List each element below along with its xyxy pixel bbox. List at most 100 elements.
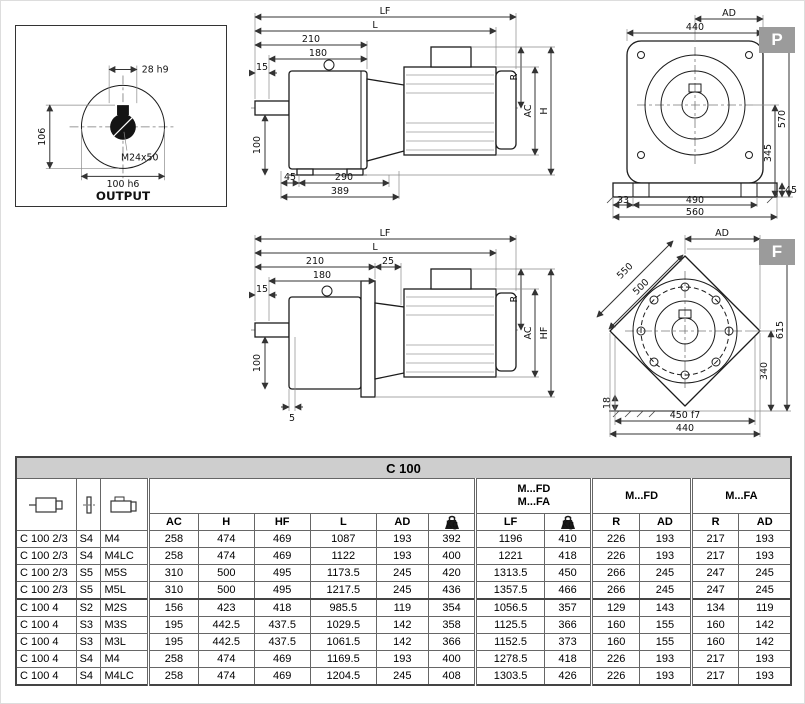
value-cell: 420 (427, 564, 477, 582)
dim-r: R (509, 73, 520, 80)
f-side-view: LF L 210 25 180 15 100 (248, 227, 569, 432)
weight-icon: Kg (560, 515, 575, 530)
dim-550: 550 (615, 261, 636, 282)
size-cell: S3 (75, 633, 102, 651)
dim-lf: LF (380, 228, 391, 239)
size-cell: S2 (75, 598, 102, 617)
value-cell: 156 (147, 598, 199, 617)
value-cell: 258 (147, 530, 199, 548)
table-row: C 100 4 S4 M4LC 258 474 469 1204.5 245 4… (15, 667, 792, 686)
col-header-ac: AC (147, 513, 199, 531)
p-side-dimensions: LF L 210 180 15 100 (248, 6, 555, 201)
dim-hf: HF (539, 327, 550, 340)
dimension-table: C 100 (15, 456, 792, 686)
gearmotor-flange-side-outline (251, 268, 521, 398)
value-cell: 450 (543, 564, 593, 582)
value-cell: 193 (639, 667, 692, 686)
dim-440: 440 (676, 423, 694, 434)
value-cell: 217 (689, 667, 740, 686)
value-cell: 193 (738, 547, 792, 565)
value-cell: 193 (375, 650, 429, 668)
value-cell: 1061.5 (309, 633, 377, 651)
value-cell: 217 (689, 530, 740, 548)
value-cell: 193 (738, 650, 792, 668)
value-cell: 195 (147, 616, 199, 634)
value-cell: 1029.5 (309, 616, 377, 634)
model-cell: C 100 4 (15, 650, 77, 668)
weight-icon-cell-1: Kg (427, 513, 477, 531)
value-cell: 357 (543, 598, 593, 617)
value-cell: 217 (689, 547, 740, 565)
value-cell: 193 (738, 667, 792, 686)
dim-450f7: 450 f7 (670, 410, 701, 421)
value-cell: 400 (427, 650, 477, 668)
dim-15: 15 (256, 62, 268, 73)
model-cell: C 100 2/3 (15, 530, 77, 548)
value-cell: 142 (738, 633, 792, 651)
dim-106: 106 (37, 128, 48, 146)
motor-icon-cell (100, 478, 150, 531)
size-cell: S5 (75, 564, 102, 582)
table-row: C 100 2/3 S5 M5S 310 500 495 1173.5 245 … (15, 564, 792, 582)
f-version-badge: F (759, 239, 795, 265)
col-header-lf: LF (474, 513, 545, 531)
value-cell: 160 (590, 633, 641, 651)
dim-lf: LF (380, 6, 391, 17)
dim-440: 440 (686, 22, 704, 33)
value-cell: 1125.5 (474, 616, 545, 634)
dim-18: 18 (602, 397, 613, 409)
value-cell: 474 (197, 547, 255, 565)
p-front-dimensions: AD 440 570 345 33 490 (612, 8, 797, 221)
value-cell: 226 (590, 650, 641, 668)
shaft-section-outline (69, 75, 177, 179)
value-cell: 1357.5 (474, 581, 545, 600)
value-cell: 226 (590, 547, 641, 565)
value-cell: 474 (197, 530, 255, 548)
value-cell: 193 (639, 547, 692, 565)
dim-45-foot: 45 (785, 185, 797, 196)
dim-15: 15 (256, 284, 268, 295)
value-cell: 193 (639, 650, 692, 668)
value-cell: 418 (253, 598, 311, 617)
value-cell: 466 (543, 581, 593, 600)
dim-345: 345 (763, 144, 774, 162)
value-cell: 258 (147, 667, 199, 686)
value-cell: 437.5 (253, 616, 311, 634)
value-cell: 258 (147, 547, 199, 565)
value-cell: 500 (197, 564, 255, 582)
value-cell: 245 (639, 564, 692, 582)
value-cell: 436 (427, 581, 477, 600)
model-cell: C 100 4 (15, 598, 77, 617)
dim-h: H (539, 107, 550, 114)
table-row: C 100 2/3 S4 M4LC 258 474 469 1122 193 4… (15, 547, 792, 565)
value-cell: 1278.5 (474, 650, 545, 668)
value-cell: 495 (253, 581, 311, 600)
col-header-h: H (197, 513, 255, 531)
value-cell: 366 (427, 633, 477, 651)
value-cell: 245 (375, 667, 429, 686)
value-cell: 119 (738, 598, 792, 617)
table-row: C 100 4 S4 M4 258 474 469 1169.5 193 400… (15, 650, 792, 668)
value-cell: 1087 (309, 530, 377, 548)
value-cell: 155 (639, 616, 692, 634)
col-header-ad: AD (375, 513, 429, 531)
p-front-view: AD 440 570 345 33 490 (597, 7, 797, 222)
output-shaft-icon (82, 495, 95, 514)
dim-560: 560 (686, 207, 704, 218)
value-cell: 469 (253, 530, 311, 548)
f-front-view: AD 550 500 615 340 18 450 f7 (585, 228, 800, 441)
p-version-badge: P (759, 27, 795, 53)
dim-180: 180 (309, 48, 327, 59)
value-cell: 143 (639, 598, 692, 617)
value-cell: 155 (639, 633, 692, 651)
value-cell: 245 (375, 581, 429, 600)
value-cell: 226 (590, 530, 641, 548)
dim-25: 25 (382, 256, 394, 267)
dim-389: 389 (331, 186, 349, 197)
value-cell: 469 (253, 667, 311, 686)
motor-cell: M4 (100, 530, 150, 548)
blank-group-header (147, 478, 477, 514)
value-cell: 245 (738, 564, 792, 582)
value-cell: 217 (689, 650, 740, 668)
